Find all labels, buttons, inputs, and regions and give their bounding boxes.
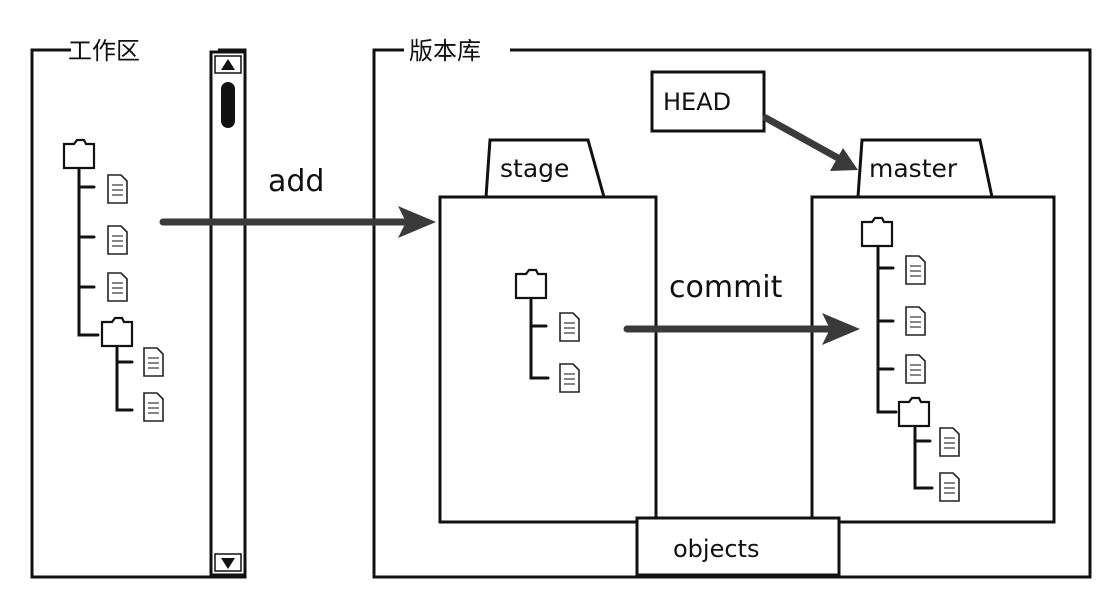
master-label: master (869, 154, 958, 183)
repository-label: 版本库 (409, 37, 481, 65)
file-icon (559, 363, 580, 393)
folder-icon (62, 138, 96, 170)
stage-label: stage (500, 154, 569, 183)
scroll-up-arrow-icon (221, 59, 235, 70)
workspace-panel: 工作区 (30, 37, 247, 579)
folder-icon (100, 316, 134, 348)
repository-panel: 版本库 (372, 37, 1092, 579)
file-icon (143, 347, 164, 377)
workspace-scrollbar[interactable] (209, 50, 247, 577)
folder-icon (514, 268, 548, 300)
file-icon (939, 427, 960, 457)
add-arrow: add (159, 164, 436, 238)
file-icon (107, 272, 128, 302)
arrow-head-icon (398, 206, 436, 238)
folder-icon (897, 396, 931, 428)
file-icon (107, 174, 128, 204)
head-label: HEAD (663, 88, 731, 116)
arrow-head-icon (822, 313, 860, 345)
objects-label: objects (673, 535, 759, 563)
file-icon (939, 472, 960, 502)
stage-area: stage (438, 138, 658, 524)
file-icon (143, 392, 164, 422)
workspace-label: 工作区 (68, 37, 140, 65)
file-icon (559, 312, 580, 342)
scroll-thumb[interactable] (221, 82, 235, 128)
workspace-file-tree (62, 138, 164, 422)
file-icon (905, 306, 926, 336)
file-icon (905, 354, 926, 384)
file-icon (107, 225, 128, 255)
file-icon (905, 255, 926, 285)
scroll-down-arrow-icon (221, 558, 235, 569)
arrow-head-icon (830, 148, 858, 171)
commit-label: commit (669, 270, 783, 305)
head-pointer: HEAD (650, 70, 858, 171)
commit-arrow: commit (623, 270, 860, 345)
master-branch: master (810, 138, 1056, 524)
add-label: add (268, 164, 324, 199)
objects-box: objects (635, 516, 841, 577)
folder-icon (860, 216, 894, 248)
